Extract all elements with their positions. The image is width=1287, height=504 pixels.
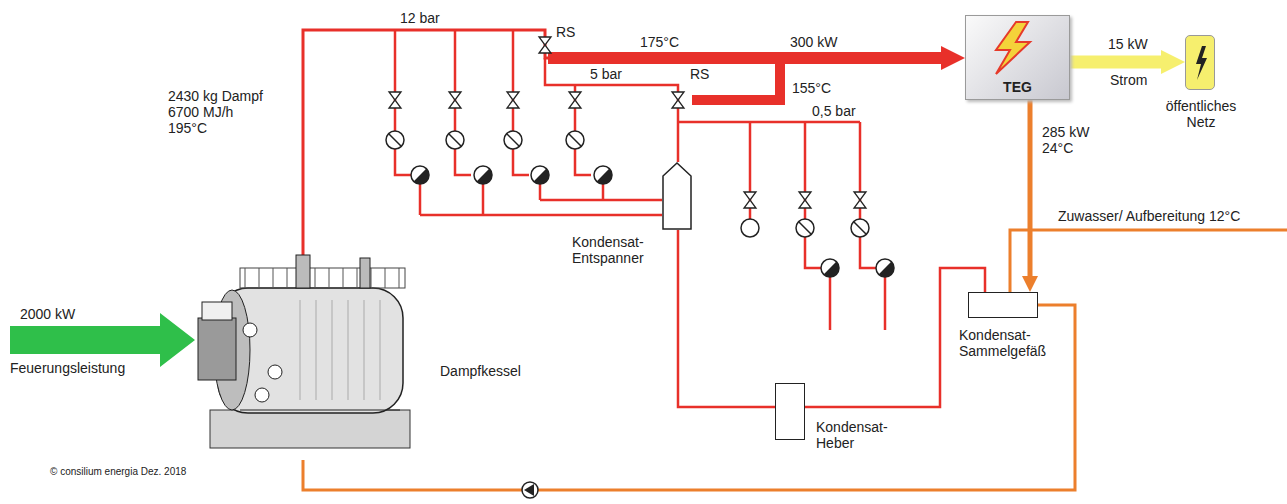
valve-symbol bbox=[569, 92, 581, 108]
boiler-illustration bbox=[198, 255, 410, 448]
consumer-symbol bbox=[799, 222, 811, 234]
consumer-symbol bbox=[386, 131, 404, 149]
pipe-connector bbox=[303, 30, 941, 255]
pipe-line bbox=[575, 149, 591, 175]
text-label: 175°C bbox=[640, 34, 679, 50]
consumer-symbol bbox=[507, 134, 519, 146]
condensate-lifter: Kondensat-Heber bbox=[775, 383, 805, 440]
pipe-line bbox=[454, 30, 457, 131]
pipe-line bbox=[545, 58, 678, 162]
pipe-line bbox=[1010, 230, 1287, 292]
edge-label: 15 kW bbox=[1108, 36, 1148, 52]
steam-trap-symbol bbox=[531, 166, 549, 184]
consumer-symbol bbox=[566, 131, 584, 149]
steam-trap-symbol bbox=[594, 166, 612, 184]
steam-trap-symbol bbox=[876, 259, 894, 277]
node-label: Kondensat-Sammelgefäß bbox=[959, 327, 1059, 359]
pipe-line bbox=[420, 214, 662, 217]
pipe-line bbox=[678, 121, 860, 124]
consumer-symbol bbox=[389, 134, 401, 146]
pipe-line bbox=[805, 237, 821, 268]
pipe-line bbox=[548, 52, 942, 64]
lightning-icon bbox=[1186, 36, 1216, 91]
pipe-line bbox=[539, 184, 542, 200]
pipe-line bbox=[455, 149, 471, 175]
consumer-symbol bbox=[504, 131, 522, 149]
steam-trap-symbol bbox=[411, 166, 429, 184]
node-label: Kondensat-Entspanner bbox=[572, 234, 662, 266]
pipe-connector bbox=[1070, 56, 1161, 69]
text-label: 2000 kW bbox=[20, 306, 75, 322]
boiler-node: Dampfkessel bbox=[195, 255, 420, 460]
steam-trap-symbol bbox=[597, 169, 612, 184]
steam-trap-symbol bbox=[474, 166, 492, 184]
valve-symbol bbox=[389, 92, 401, 108]
pipe-line bbox=[884, 277, 887, 330]
consumer-symbol bbox=[796, 219, 814, 237]
pipe-line bbox=[829, 277, 832, 330]
pipe-line bbox=[395, 149, 411, 175]
valve-symbol bbox=[854, 192, 866, 208]
node-label: TEG bbox=[966, 79, 1069, 95]
edge-label: 285 kW 24°C bbox=[1042, 124, 1097, 156]
pipe-line bbox=[482, 184, 485, 215]
consumer-symbol bbox=[851, 219, 869, 237]
flash-vessel: Kondensat-Entspanner bbox=[662, 162, 692, 230]
pipe-line bbox=[540, 199, 662, 202]
pipe-connector bbox=[303, 305, 1075, 490]
edge-label: 300 kW bbox=[790, 34, 837, 50]
consumer-symbol bbox=[854, 222, 866, 234]
text-label: 0,5 bar bbox=[812, 103, 856, 119]
text-label: 12 bar bbox=[400, 10, 440, 26]
node-label: Dampfkessel bbox=[440, 363, 521, 379]
valve-symbol bbox=[672, 92, 684, 108]
text-label: Strom bbox=[1110, 72, 1147, 88]
steam-trap-symbol bbox=[534, 169, 549, 184]
text-label: RS bbox=[556, 24, 575, 40]
valve-symbol bbox=[744, 192, 756, 208]
consumer-symbol bbox=[446, 131, 464, 149]
steam-trap-symbol bbox=[414, 169, 429, 184]
text-label: 155°C bbox=[792, 80, 831, 96]
node-label: öffentliches Netz bbox=[1156, 98, 1246, 130]
pipe-connector bbox=[805, 268, 985, 407]
text-label: 2430 kg Dampf 6700 MJ/h 195°C bbox=[168, 88, 268, 136]
pump-symbol bbox=[522, 482, 538, 498]
node-label: Kondensat-Heber bbox=[816, 419, 896, 451]
pipe-connector bbox=[678, 230, 775, 407]
steam-trap-symbol bbox=[824, 262, 839, 277]
pipe-line bbox=[602, 184, 605, 200]
valve-symbol bbox=[539, 37, 551, 53]
text-label: Feuerungsleistung bbox=[10, 360, 125, 376]
consumer-symbol bbox=[741, 219, 759, 237]
valve-symbol bbox=[507, 92, 519, 108]
steam-trap-symbol bbox=[821, 259, 839, 277]
pipe-line bbox=[513, 149, 529, 175]
teg-box: TEG bbox=[965, 15, 1070, 100]
grid-icon: öffentliches Netz bbox=[1185, 35, 1215, 90]
valve-symbol bbox=[449, 92, 461, 108]
pipe-line bbox=[860, 237, 876, 268]
text-label: Zuwasser/ Aufbereitung 12°C bbox=[1058, 208, 1240, 224]
consumer-symbol bbox=[449, 134, 461, 146]
condensate-tank: Kondensat-Sammelgefäß bbox=[968, 292, 1038, 318]
valve-symbol bbox=[799, 192, 811, 208]
text-label: © consilium energia Dez. 2018 bbox=[50, 466, 186, 478]
pipe-line bbox=[394, 30, 397, 131]
steam-trap-symbol bbox=[477, 169, 492, 184]
pipe-connector bbox=[1028, 100, 1033, 276]
text-label: 5 bar bbox=[590, 66, 622, 82]
pipe-line bbox=[419, 184, 422, 215]
pipe-line bbox=[512, 30, 515, 131]
consumer-symbol bbox=[569, 134, 581, 146]
flash-vessel-shape bbox=[662, 162, 692, 230]
steam-trap-symbol bbox=[879, 262, 894, 277]
text-label: RS bbox=[690, 66, 709, 82]
